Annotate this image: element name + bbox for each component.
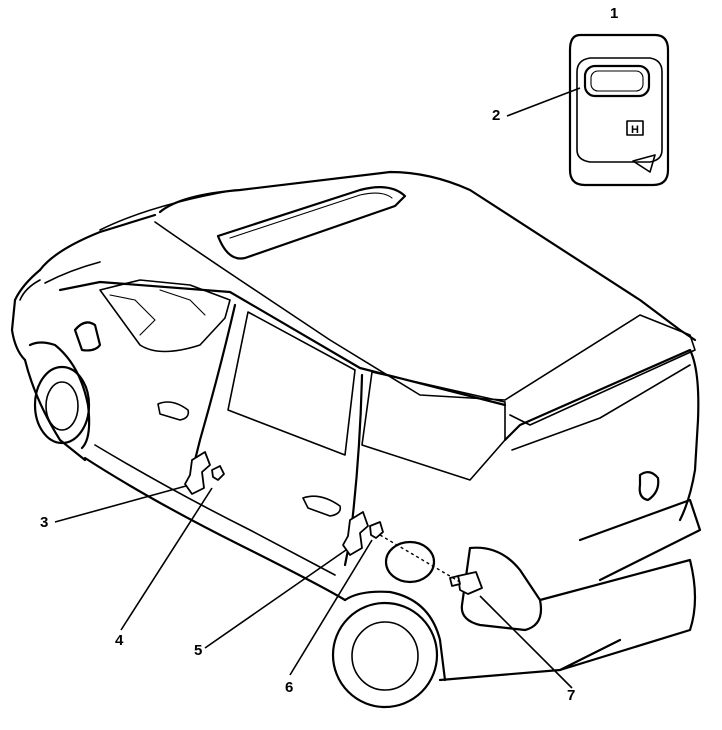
car-rear xyxy=(331,348,702,709)
leader-6 xyxy=(289,539,373,676)
callout-3: 3 xyxy=(40,514,49,531)
sunroof xyxy=(216,185,407,260)
inset-switch-icon xyxy=(626,120,644,136)
front-window xyxy=(99,279,231,353)
leader-2 xyxy=(506,87,581,117)
car-side xyxy=(58,279,507,602)
quarter-window xyxy=(361,371,506,481)
rear-door-handle xyxy=(302,495,342,517)
front-door-switch-connector xyxy=(211,465,225,481)
callout-2: 2 xyxy=(492,107,501,124)
side-mirror xyxy=(73,321,102,352)
rear-door-switch-connector xyxy=(369,521,384,539)
callout-5: 5 xyxy=(194,642,203,659)
leader-3 xyxy=(54,485,187,523)
rear-door-switch xyxy=(342,511,369,556)
leader-4 xyxy=(120,487,213,631)
leader-lines xyxy=(54,87,581,689)
tail-light xyxy=(460,546,543,632)
tailgate-switch xyxy=(457,571,483,595)
callout-1: 1 xyxy=(610,5,619,22)
rear-door-window xyxy=(227,311,356,456)
car-front xyxy=(10,213,157,462)
front-door-handle xyxy=(157,401,190,421)
rear-emblem xyxy=(638,471,660,502)
leader-5 xyxy=(204,549,347,649)
fuel-filler-lid xyxy=(384,540,436,584)
inset-lamp-lens xyxy=(583,64,651,98)
front-door-switch-assembly xyxy=(184,451,225,495)
inset-emblem: H xyxy=(631,124,639,136)
leader-7 xyxy=(479,595,573,689)
rear-wheel xyxy=(331,601,439,709)
callout-6: 6 xyxy=(285,679,294,696)
rear-door-switch-assembly xyxy=(342,511,384,556)
callout-7: 7 xyxy=(567,687,576,704)
front-door-switch xyxy=(184,451,211,495)
tailgate-switch-assembly xyxy=(449,571,483,595)
inset-switch-panel: H xyxy=(568,33,670,187)
front-wheel xyxy=(33,365,91,445)
callout-4: 4 xyxy=(115,632,124,649)
car-roof xyxy=(99,170,697,426)
